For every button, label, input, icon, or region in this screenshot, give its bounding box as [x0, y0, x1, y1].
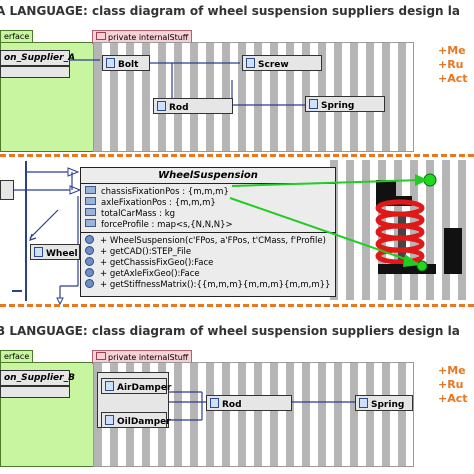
operation-icon	[85, 246, 94, 255]
attribute-icon	[85, 208, 96, 216]
attribute-icon	[85, 219, 96, 227]
section-a-title: A LANGUAGE: class diagram of wheel suspe…	[0, 4, 460, 18]
separator-middle	[0, 304, 474, 307]
right-item: +Ru	[438, 58, 464, 71]
operation-row[interactable]: + getStiffnessMatrix():{{m,m,m}{m,m,m}{m…	[81, 279, 335, 290]
class-icon	[359, 398, 368, 408]
operation-row[interactable]: + getChassisFixGeo():Face	[81, 257, 335, 268]
left-vertical-connector	[25, 161, 27, 301]
attribute-row[interactable]: axleFixationPos : {m,m,m}	[81, 197, 335, 208]
class-spring-b[interactable]: Spring	[355, 395, 413, 411]
class-supplier-a[interactable]: on_Supplier_A	[0, 50, 75, 66]
class-icon	[105, 415, 114, 425]
attribute-row[interactable]: forceProfile : map<s,{N,N,N}>	[81, 219, 335, 230]
package-icon	[96, 352, 106, 360]
class-supplier-b-body	[0, 386, 70, 398]
class-supplier-a-body	[0, 66, 70, 78]
operations-compartment: + WheelSuspension(c'FPos, a'FPos, t'CMas…	[81, 233, 335, 292]
right-item: +Me	[438, 44, 466, 57]
attribute-icon	[85, 186, 96, 194]
class-wheel[interactable]: Wheel	[30, 244, 80, 260]
operation-icon	[85, 257, 94, 266]
right-item: +Act	[438, 392, 468, 405]
class-rod-b[interactable]: Rod	[206, 395, 292, 411]
right-item: +Act	[438, 72, 468, 85]
operation-row[interactable]: + getCAD():STEP_File	[81, 246, 335, 257]
section-b-title: B LANGUAGE: class diagram of wheel suspe…	[0, 324, 460, 338]
class-icon	[157, 101, 166, 111]
class-rod[interactable]: Rod	[153, 98, 233, 114]
operation-row[interactable]: + WheelSuspension(c'FPos, a'FPos, t'CMas…	[81, 235, 335, 246]
attribute-row[interactable]: chassisFixationPos : {m,m,m}	[81, 186, 335, 197]
attribute-icon	[85, 197, 96, 205]
class-air-damper[interactable]: AirDamper	[101, 378, 171, 394]
class-icon	[210, 398, 219, 408]
right-list-a: +Me +Ru +Act	[438, 44, 468, 86]
left-bottom-connector	[12, 290, 22, 292]
operation-icon	[85, 235, 94, 244]
attribute-row[interactable]: totalCarMass : kg	[81, 208, 335, 219]
class-oil-damper[interactable]: OilDamper	[101, 412, 171, 428]
class-icon	[246, 58, 255, 68]
operation-icon	[85, 268, 94, 277]
private-tab-label-b: private internalStuff	[108, 353, 189, 362]
right-item: +Ru	[438, 378, 464, 391]
class-icon	[309, 99, 318, 109]
private-tab-label-a: private internalStuff	[108, 33, 189, 42]
right-item: +Me	[438, 364, 466, 377]
operation-row[interactable]: + getAxleFixGeo():Face	[81, 268, 335, 279]
separator-a	[0, 154, 474, 157]
package-icon	[96, 32, 106, 40]
left-class-stub	[0, 180, 14, 200]
attributes-compartment: chassisFixationPos : {m,m,m} axleFixatio…	[81, 184, 335, 233]
class-screw[interactable]: Screw	[242, 55, 322, 71]
right-list-b: +Me +Ru +Act	[438, 364, 468, 406]
class-icon	[106, 58, 115, 68]
wheel-suspension-name: WheelSuspension	[81, 168, 335, 184]
class-wheel-suspension[interactable]: WheelSuspension chassisFixationPos : {m,…	[80, 167, 336, 297]
class-supplier-b[interactable]: on_Supplier_B	[0, 370, 75, 386]
operation-icon	[85, 279, 94, 288]
class-bolt[interactable]: Bolt	[102, 55, 150, 71]
class-icon	[105, 381, 114, 391]
class-icon	[34, 247, 43, 257]
class-spring[interactable]: Spring	[305, 96, 385, 112]
